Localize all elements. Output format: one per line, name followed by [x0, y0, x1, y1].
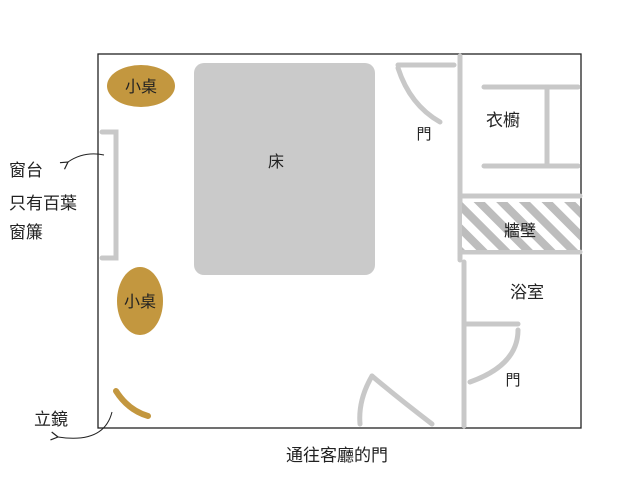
desk-top-label: 小桌: [125, 77, 157, 96]
room-outline: [97, 53, 582, 429]
windowsill-line-1: 窗台: [9, 161, 43, 181]
windowsill-arrow: [59, 153, 105, 170]
window-frame: [99, 129, 119, 261]
living-room-door-label: 通往客廳的門: [286, 446, 388, 466]
bed-label: 床: [268, 152, 284, 171]
hatched-wall: [462, 202, 580, 250]
bedroom-door-label: 門: [416, 125, 431, 143]
mirror-label: 立鏡: [34, 410, 68, 430]
bathroom-label: 浴室: [510, 283, 544, 303]
bathroom-door-label: 門: [505, 371, 520, 389]
windowsill-line-2: 只有百葉: [9, 194, 77, 214]
bed: [194, 63, 375, 275]
standing-mirror: [113, 388, 151, 419]
desk-bottom-left: [117, 267, 163, 335]
desk-bottom-label: 小桌: [124, 292, 156, 311]
windowsill-line-3: 窗簾: [9, 223, 43, 243]
desk-top-left: [107, 65, 175, 107]
mirror-arrow: [50, 411, 113, 441]
partition-walls: [357, 53, 583, 429]
wall-label: 牆壁: [504, 221, 536, 240]
wardrobe-label: 衣櫥: [486, 111, 520, 131]
